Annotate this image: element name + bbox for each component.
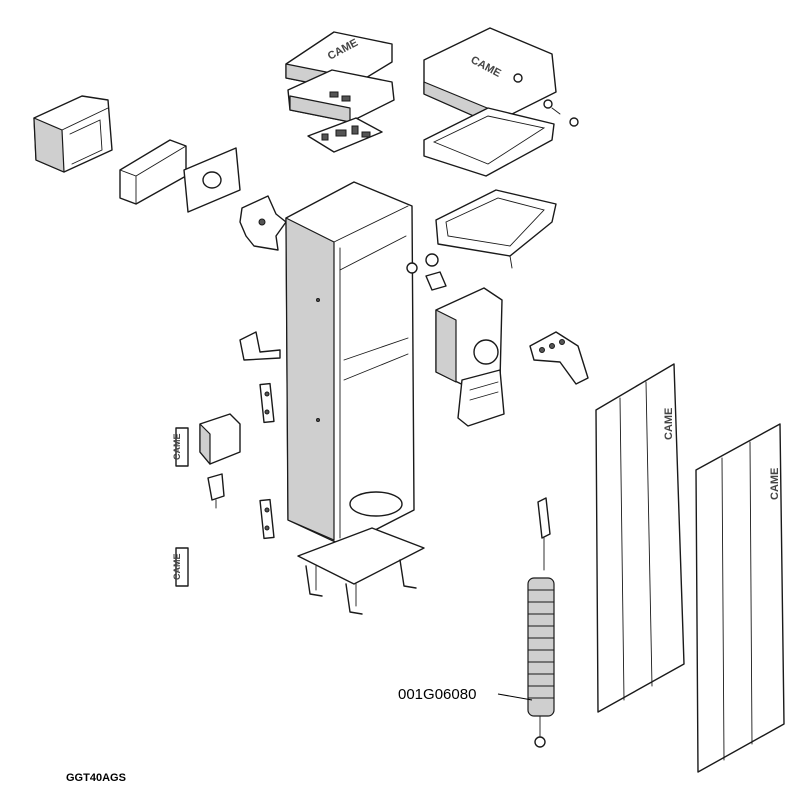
brand-label-plate-bottom: CAME xyxy=(172,547,189,587)
control-board-cover: CAME xyxy=(285,31,393,91)
housing-gasket-frame xyxy=(423,107,555,177)
circuit-board xyxy=(307,117,383,153)
balancing-spring-assembly xyxy=(527,497,555,748)
front-cover-panel: CAME xyxy=(595,363,685,713)
brand-logo-front-panel: CAME xyxy=(663,408,675,440)
base-plate-with-hole xyxy=(183,147,241,213)
wire-support-frame xyxy=(435,189,557,269)
limit-switch-assembly xyxy=(239,331,281,361)
gearmotor-unit xyxy=(435,287,505,427)
cover-screws xyxy=(543,99,579,127)
cross-mounting-plate xyxy=(239,195,287,251)
brand-logo-rear-panel: CAME xyxy=(769,468,781,500)
part-number-leader-line xyxy=(497,693,533,701)
brand-logo-label-left: CAME xyxy=(172,434,182,461)
brand-label-plate-left: CAME xyxy=(172,427,189,467)
arm-attachment-bracket xyxy=(529,331,589,385)
fuse-holder xyxy=(207,473,225,509)
spring-part-number-label: 001G06080 xyxy=(398,686,477,703)
foundation-plate-with-anchors xyxy=(297,527,425,615)
barrier-cabinet-column xyxy=(285,181,415,547)
motor-housing-cover: CAME xyxy=(423,27,557,125)
release-lock-fittings xyxy=(406,253,447,291)
transformer xyxy=(199,413,241,465)
rear-cover-panel: CAME xyxy=(695,423,785,773)
mounting-bracket xyxy=(119,139,187,205)
cable-gland-strip-upper xyxy=(259,382,275,424)
document-code: GGT40AGS xyxy=(66,772,126,784)
brand-logo-label-bottom: CAME xyxy=(172,554,182,581)
side-hood-cover xyxy=(33,95,113,173)
control-board-box xyxy=(287,69,395,123)
cable-gland-strip-lower xyxy=(259,498,275,540)
